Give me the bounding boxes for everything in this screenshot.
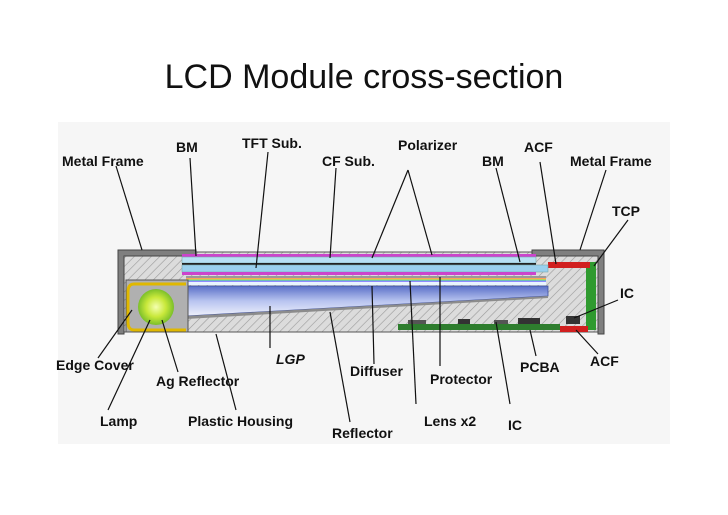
label-edge-cover: Edge Cover [56, 357, 134, 373]
acf-bottom [560, 326, 588, 332]
lens-films [186, 278, 546, 282]
label-tcp: TCP [612, 203, 640, 219]
label-pcba: PCBA [520, 359, 560, 375]
label-acf-top: ACF [524, 139, 553, 155]
tcp-flex [586, 262, 596, 330]
label-protector: Protector [430, 371, 493, 387]
label-metal-frame-right: Metal Frame [570, 153, 652, 169]
ic-chip-right [566, 316, 580, 324]
slide-title: LCD Module cross-section [164, 58, 564, 96]
label-plastic-housing: Plastic Housing [188, 413, 293, 429]
polarizer-bottom [182, 272, 536, 275]
glass-stack [181, 254, 549, 275]
label-tft-sub: TFT Sub. [242, 135, 302, 151]
diffuser-film [186, 282, 546, 285]
label-acf-bottom: ACF [590, 353, 619, 369]
pcba-component [458, 319, 470, 324]
label-diffuser: Diffuser [350, 363, 403, 379]
label-ic-right: IC [620, 285, 634, 301]
pcba-component [408, 320, 426, 324]
acf-top [548, 262, 590, 268]
leader-lines [97, 151, 629, 423]
pcba-board [398, 318, 560, 330]
lamp [138, 289, 174, 325]
label-bm-right: BM [482, 153, 504, 169]
pcba-component [494, 320, 508, 324]
label-lamp: Lamp [100, 413, 137, 429]
polarizer-top [182, 254, 536, 257]
bm-layer [182, 263, 536, 265]
tft-substrate [181, 264, 549, 273]
cf-substrate [181, 256, 537, 264]
ic-chip-bottom [518, 318, 540, 324]
label-cf-sub: CF Sub. [322, 153, 375, 169]
optical-films [186, 276, 546, 285]
label-ag-reflector: Ag Reflector [156, 373, 240, 389]
label-lgp: LGP [276, 351, 305, 367]
label-bm-left: BM [176, 139, 198, 155]
ag-reflector [126, 282, 186, 332]
reflector-sheet [186, 296, 548, 319]
label-lens-x2: Lens x2 [424, 413, 476, 429]
lamp-assembly [125, 279, 189, 333]
label-reflector: Reflector [332, 425, 393, 441]
labels: Metal Frame BM TFT Sub. CF Sub. Polarize… [56, 135, 652, 441]
label-ic-bottom: IC [508, 417, 522, 433]
label-polarizer: Polarizer [398, 137, 458, 153]
protector-film [186, 276, 546, 278]
label-metal-frame-left: Metal Frame [62, 153, 144, 169]
